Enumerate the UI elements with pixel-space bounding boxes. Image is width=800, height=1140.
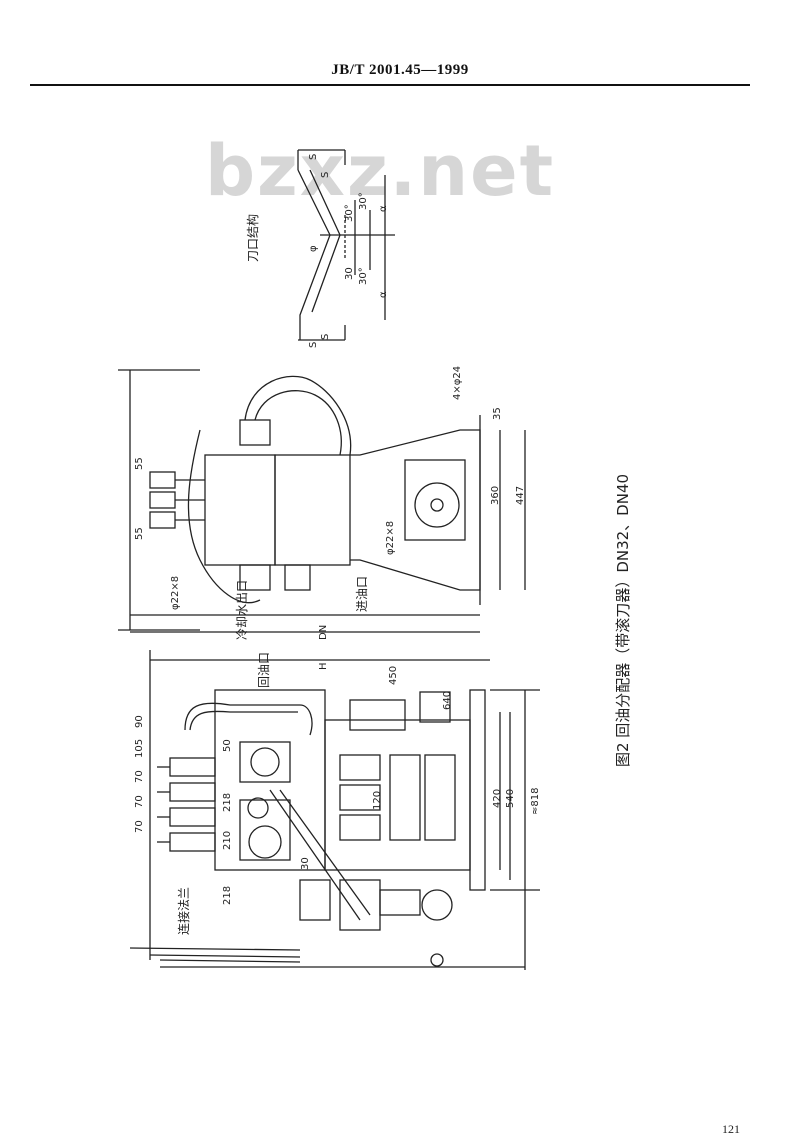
dim-label: 420 bbox=[492, 788, 503, 808]
dim-label: 105 bbox=[134, 738, 145, 758]
dim-label: 120 bbox=[372, 790, 383, 810]
dim-label: 70 bbox=[134, 795, 145, 808]
dim-label: 447 bbox=[515, 485, 526, 505]
dim-label: 210 bbox=[222, 830, 233, 850]
page-number: 121 bbox=[722, 1122, 740, 1136]
dim-label: 360 bbox=[490, 485, 501, 505]
header-rule bbox=[30, 84, 750, 86]
dim-label: 450 bbox=[388, 665, 399, 685]
figure-caption: 图2 回油分配器（带滚刀器）DN32、DN40 bbox=[614, 473, 632, 767]
watermark: bzxz.net bbox=[204, 130, 556, 212]
standard-number-header: JB/T 2001.45—1999 bbox=[331, 62, 469, 78]
dim-label: DN bbox=[318, 624, 329, 640]
oil-inlet-label: 进油口 bbox=[355, 575, 369, 612]
dim-label: φ bbox=[308, 245, 319, 252]
middle-view bbox=[118, 369, 526, 633]
dim-label: 35 bbox=[492, 407, 503, 420]
dim-label: 540 bbox=[505, 788, 516, 808]
dim-label: 50 bbox=[222, 739, 233, 752]
dim-label: φ22×8 bbox=[385, 520, 396, 555]
dim-label: S bbox=[308, 153, 319, 160]
dim-label: 30° bbox=[344, 204, 355, 222]
dim-label: α bbox=[378, 205, 389, 212]
dim-label: S bbox=[320, 171, 331, 178]
dim-label: 30° bbox=[358, 267, 369, 285]
dim-label: 4×φ24 bbox=[452, 365, 463, 400]
dim-label: 55 bbox=[134, 457, 145, 470]
dim-label: 70 bbox=[134, 820, 145, 833]
dim-label: 30 bbox=[344, 267, 355, 280]
dim-label: S bbox=[320, 333, 331, 340]
dim-label: ≈818 bbox=[530, 787, 541, 815]
dim-label: 218 bbox=[222, 885, 233, 905]
dim-label: 90 bbox=[134, 715, 145, 728]
dim-label: α bbox=[378, 291, 389, 298]
dim-label: 30° bbox=[358, 192, 369, 210]
dim-label: 640 bbox=[442, 690, 453, 710]
return-oil-label: 回油口 bbox=[257, 651, 271, 688]
blade-structure-label: 刀口结构 bbox=[246, 213, 260, 262]
dim-label: 55 bbox=[134, 527, 145, 540]
dim-label: 218 bbox=[222, 792, 233, 812]
water-outlet-label: 冷却水出口 bbox=[235, 579, 249, 640]
blade-profile-detail bbox=[297, 149, 395, 341]
dim-label: 70 bbox=[134, 770, 145, 783]
dim-label: S bbox=[308, 341, 319, 348]
dim-label: H bbox=[318, 662, 329, 670]
dim-label: 30 bbox=[300, 857, 311, 870]
connection-label: 连接法兰 bbox=[177, 886, 191, 935]
bottom-view bbox=[129, 650, 540, 970]
dim-label: φ22×8 bbox=[170, 575, 181, 610]
